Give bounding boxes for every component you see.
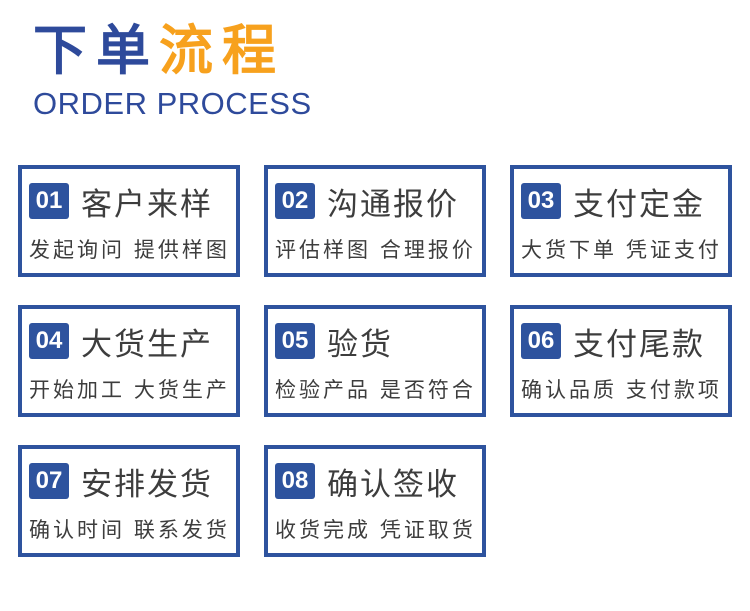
step-number-badge: 04 xyxy=(29,323,69,359)
page-title-part-orange: 流程 xyxy=(159,21,285,81)
step-card-head: 01 客户来样 xyxy=(29,179,213,224)
step-number-badge: 01 xyxy=(29,183,69,219)
step-subtitle: 确认品质 支付款项 xyxy=(521,378,722,402)
page-subtitle: ORDER PROCESS xyxy=(33,86,312,122)
step-title: 支付尾款 xyxy=(573,326,705,362)
step-title: 确认签收 xyxy=(327,466,459,502)
step-number-badge: 06 xyxy=(521,323,561,359)
step-title: 安排发货 xyxy=(81,466,213,502)
step-subtitle: 收货完成 凭证取货 xyxy=(275,518,476,542)
step-title: 支付定金 xyxy=(573,186,705,222)
step-number-badge: 07 xyxy=(29,463,69,499)
step-title: 验货 xyxy=(327,326,393,362)
step-card-head: 07 安排发货 xyxy=(29,459,213,504)
step-card-head: 03 支付定金 xyxy=(521,179,705,224)
step-card-4: 04 大货生产 开始加工 大货生产 xyxy=(18,305,240,417)
step-subtitle: 检验产品 是否符合 xyxy=(275,378,476,402)
step-card-2: 02 沟通报价 评估样图 合理报价 xyxy=(264,165,486,277)
step-title: 沟通报价 xyxy=(327,186,459,222)
step-subtitle: 开始加工 大货生产 xyxy=(29,378,230,402)
step-subtitle: 发起询问 提供样图 xyxy=(29,238,230,262)
step-card-head: 05 验货 xyxy=(275,319,393,364)
step-card-5: 05 验货 检验产品 是否符合 xyxy=(264,305,486,417)
step-card-head: 04 大货生产 xyxy=(29,319,213,364)
step-title: 客户来样 xyxy=(81,186,213,222)
step-title: 大货生产 xyxy=(81,326,213,362)
step-card-3: 03 支付定金 大货下单 凭证支付 xyxy=(510,165,732,277)
step-number-badge: 08 xyxy=(275,463,315,499)
step-number-badge: 02 xyxy=(275,183,315,219)
steps-grid: 01 客户来样 发起询问 提供样图 02 沟通报价 评估样图 合理报价 03 支… xyxy=(18,165,732,557)
page-header: 下单流程 ORDER PROCESS xyxy=(33,21,312,122)
step-subtitle: 确认时间 联系发货 xyxy=(29,518,230,542)
page-title: 下单流程 xyxy=(33,21,312,81)
step-subtitle: 评估样图 合理报价 xyxy=(275,238,476,262)
step-subtitle: 大货下单 凭证支付 xyxy=(521,238,722,262)
step-number-badge: 03 xyxy=(521,183,561,219)
step-card-6: 06 支付尾款 确认品质 支付款项 xyxy=(510,305,732,417)
step-card-head: 02 沟通报价 xyxy=(275,179,459,224)
step-card-head: 08 确认签收 xyxy=(275,459,459,504)
step-number-badge: 05 xyxy=(275,323,315,359)
step-card-8: 08 确认签收 收货完成 凭证取货 xyxy=(264,445,486,557)
page-title-part-blue: 下单 xyxy=(33,21,159,81)
step-card-1: 01 客户来样 发起询问 提供样图 xyxy=(18,165,240,277)
step-card-7: 07 安排发货 确认时间 联系发货 xyxy=(18,445,240,557)
step-card-head: 06 支付尾款 xyxy=(521,319,705,364)
